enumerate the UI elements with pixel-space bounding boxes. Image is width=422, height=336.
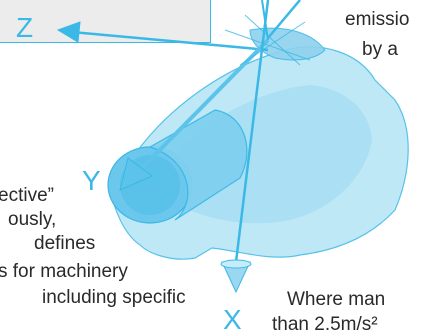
text-bottom-right-line-1: Where man	[287, 289, 386, 310]
text-left-line-5: including specific	[42, 287, 186, 308]
text-right-line-1: emissio	[345, 9, 410, 30]
text-bottom-right-line-2: than 2.5m/s²	[272, 314, 378, 335]
axis-label-x: X	[223, 304, 242, 335]
text-right-line-2: by a	[362, 39, 398, 60]
axis-lines	[56, 0, 311, 294]
axis-label-y: Y	[82, 165, 101, 196]
text-left-line-1: ective”	[0, 185, 54, 206]
text-left-line-2: ously,	[8, 209, 57, 230]
text-left-line-4: s for machinery	[0, 261, 128, 282]
axis-label-z: Z	[16, 12, 34, 43]
text-left-line-3: defines	[34, 233, 96, 254]
